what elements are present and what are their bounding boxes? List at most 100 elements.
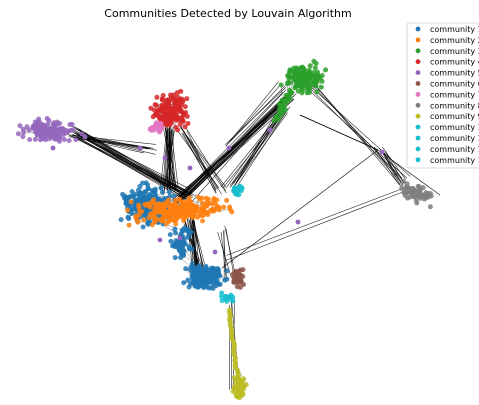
community-8-node	[409, 186, 415, 192]
community-4-node	[173, 101, 178, 107]
network-edge	[236, 111, 287, 188]
community-2-node	[190, 202, 196, 208]
community-1-node	[177, 248, 183, 254]
legend-item: community 11	[415, 134, 479, 143]
community-1-node	[168, 238, 174, 244]
network-edge	[176, 93, 291, 201]
community-9-node	[235, 377, 241, 383]
community-3-node	[295, 88, 301, 94]
community-1-node	[183, 266, 189, 272]
community-2-node	[126, 222, 132, 228]
community-2-node	[135, 219, 141, 225]
community-4-node	[182, 124, 188, 130]
network-edge	[180, 126, 217, 191]
community-2-node	[165, 214, 171, 220]
network-edge	[182, 91, 294, 200]
community-4-node	[164, 119, 170, 125]
community-5-node	[24, 124, 30, 130]
network-edge	[165, 128, 172, 194]
community-4-node	[181, 112, 186, 118]
community-1-node	[145, 185, 151, 191]
network-edge	[226, 187, 405, 256]
community-1-node	[186, 244, 192, 250]
nodes-layer	[15, 58, 434, 401]
community-3-node	[314, 89, 320, 95]
bridge-node	[187, 165, 193, 171]
community-3-node	[315, 69, 320, 75]
community-1-node	[143, 196, 148, 202]
community-5-node	[44, 116, 50, 121]
community-10-node	[233, 191, 238, 197]
community-2-node	[178, 210, 184, 216]
community-1-node	[136, 187, 141, 193]
community-5-node	[52, 128, 58, 134]
network-edge	[299, 114, 379, 151]
legend-label: community 11	[430, 134, 479, 143]
community-2-node	[182, 207, 187, 213]
community-2-node	[185, 212, 190, 218]
community-3-node	[304, 90, 310, 96]
community-4-node	[171, 110, 177, 116]
community-2-node	[173, 221, 179, 227]
community-2-node	[152, 219, 158, 225]
community-2-node	[136, 205, 142, 211]
community-3-node	[301, 66, 307, 72]
community-3-node	[289, 90, 295, 96]
legend-marker	[415, 48, 421, 54]
community-9-node	[237, 384, 243, 390]
network-edge	[183, 130, 222, 195]
community-2-node	[133, 215, 139, 221]
community-8-node	[411, 194, 417, 199]
community-1-node	[224, 268, 230, 274]
network-edge	[167, 129, 172, 191]
community-1-node	[118, 217, 124, 223]
network-edge	[71, 136, 186, 196]
community-1-node	[202, 284, 208, 290]
legend-marker	[415, 102, 421, 108]
community-5-node	[61, 137, 67, 142]
community-3-node	[278, 112, 284, 117]
community-3-node	[307, 63, 313, 69]
legend-marker	[415, 157, 421, 163]
community-1-node	[195, 274, 201, 280]
community-6-node	[233, 276, 239, 282]
legend-label: community 9	[430, 112, 479, 121]
community-8-node	[427, 204, 433, 210]
bridge-node	[379, 149, 385, 155]
network-edge	[373, 146, 400, 186]
community-3-node	[300, 80, 306, 86]
community-1-node	[196, 263, 202, 269]
community-1-node	[151, 189, 157, 195]
community-1-node	[145, 221, 151, 227]
community-2-node	[191, 210, 197, 216]
community-5-node	[17, 123, 23, 129]
legend-item: community 2	[415, 36, 479, 45]
community-2-node	[161, 206, 167, 212]
community-1-node	[189, 261, 195, 267]
community-4-node	[167, 105, 173, 111]
bridge-node	[267, 127, 273, 133]
legend-item: community 6	[415, 80, 479, 89]
community-1-node	[185, 227, 191, 233]
community-2-node	[128, 199, 134, 205]
community-1-node	[166, 189, 172, 195]
community-1-node	[197, 280, 203, 286]
community-6-node	[240, 267, 246, 273]
community-5-node	[56, 136, 62, 142]
community-2-node	[141, 217, 147, 223]
community-2-node	[139, 208, 145, 214]
community-4-node	[157, 107, 162, 113]
community-2-node	[212, 207, 217, 212]
legend-marker	[415, 92, 421, 97]
network-edge	[185, 126, 227, 191]
figure-title: Communities Detected by Louvain Algorith…	[104, 7, 351, 20]
community-1-node	[212, 270, 218, 276]
bridge-node	[50, 145, 56, 151]
community-3-node	[278, 82, 284, 88]
network-edge	[177, 95, 288, 200]
community-10-node	[219, 290, 225, 296]
community-5-node	[20, 126, 26, 132]
community-1-node	[142, 189, 148, 195]
community-6-node	[232, 268, 238, 274]
